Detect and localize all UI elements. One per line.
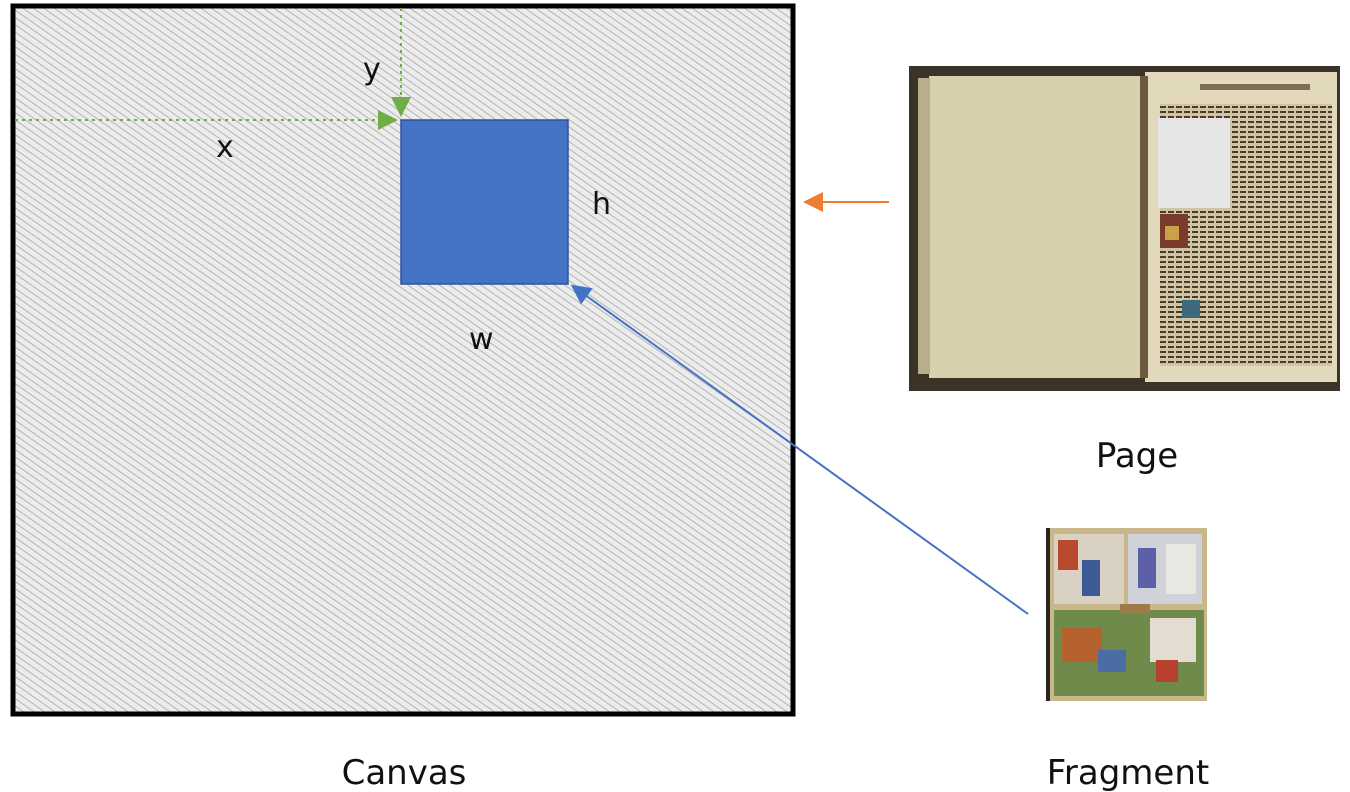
page-image [909, 66, 1340, 391]
page-caption: Page [1096, 436, 1178, 476]
y-label: y [363, 52, 381, 87]
fragment-to-canvas-arrow [570, 284, 1029, 615]
fragment-caption: Fragment [1047, 753, 1209, 792]
h-label: h [592, 187, 611, 222]
w-label: w [469, 322, 494, 357]
canvas-caption: Canvas [342, 753, 467, 792]
fragment-placement-box [400, 119, 569, 285]
x-label: x [216, 130, 234, 165]
fragment-image [1046, 528, 1207, 701]
